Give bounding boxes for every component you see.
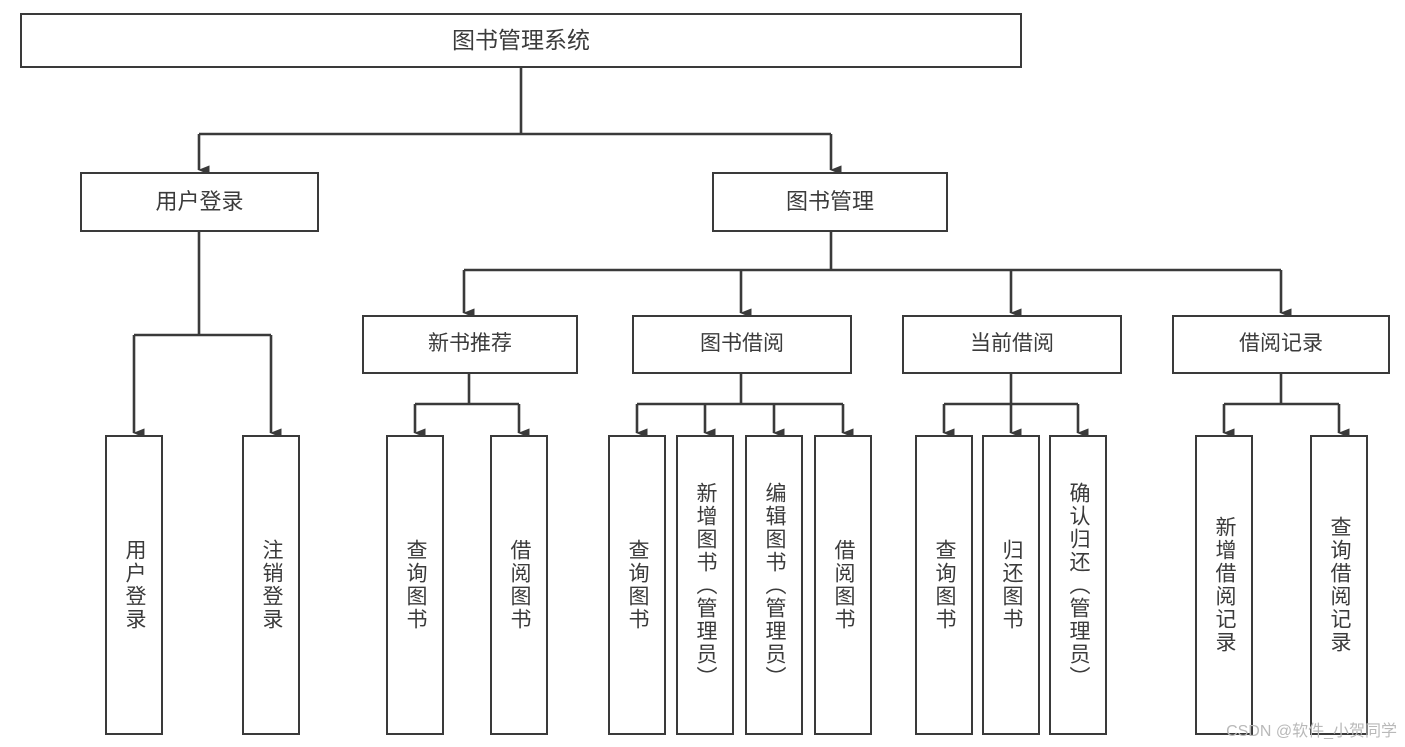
node-current-borrow[interactable]: 当前借阅 [902,315,1122,374]
node-book-borrow[interactable]: 图书借阅 [632,315,852,374]
node-book-manage-label: 图书管理 [785,189,874,215]
node-root[interactable]: 图书管理系统 [20,13,1022,68]
node-leaf-return-book[interactable]: 归还图书 [982,435,1040,735]
node-leaf-query-book-b[interactable]: 查询图书 [608,435,666,735]
node-leaf-user-login-label: 用户登录 [123,539,147,631]
node-new-book-recommend-label: 新书推荐 [428,332,512,356]
node-leaf-logout-label: 注销登录 [260,539,284,631]
node-leaf-borrow-book-a-label: 借阅图书 [508,539,532,631]
node-borrow-record-label: 借阅记录 [1239,332,1323,356]
node-leaf-confirm-return[interactable]: 确认归还（管理员） [1049,435,1107,735]
node-leaf-add-book[interactable]: 新增图书（管理员） [676,435,734,735]
node-user-login-label: 用户登录 [155,189,244,215]
node-leaf-add-record-label: 新增借阅记录 [1213,516,1237,654]
node-leaf-edit-book-label: 编辑图书（管理员） [763,481,787,689]
node-leaf-edit-book[interactable]: 编辑图书（管理员） [745,435,803,735]
node-leaf-query-book-c[interactable]: 查询图书 [915,435,973,735]
node-leaf-add-book-label: 新增图书（管理员） [694,481,718,689]
node-root-label: 图书管理系统 [452,26,590,53]
node-book-manage[interactable]: 图书管理 [712,172,948,232]
node-leaf-query-book-a[interactable]: 查询图书 [386,435,444,735]
node-leaf-logout[interactable]: 注销登录 [242,435,300,735]
node-borrow-record[interactable]: 借阅记录 [1172,315,1390,374]
node-current-borrow-label: 当前借阅 [970,332,1054,356]
node-leaf-query-book-a-label: 查询图书 [404,539,428,631]
node-user-login[interactable]: 用户登录 [80,172,319,232]
node-leaf-borrow-book-a[interactable]: 借阅图书 [490,435,548,735]
node-leaf-query-book-b-label: 查询图书 [626,539,650,631]
node-book-borrow-label: 图书借阅 [700,332,784,356]
node-leaf-user-login[interactable]: 用户登录 [105,435,163,735]
node-new-book-recommend[interactable]: 新书推荐 [362,315,578,374]
node-leaf-return-book-label: 归还图书 [1000,539,1024,631]
node-leaf-borrow-book-b-label: 借阅图书 [832,539,856,631]
node-leaf-query-record-label: 查询借阅记录 [1328,516,1352,654]
node-leaf-query-book-c-label: 查询图书 [933,539,957,631]
node-leaf-add-record[interactable]: 新增借阅记录 [1195,435,1253,735]
node-leaf-borrow-book-b[interactable]: 借阅图书 [814,435,872,735]
node-leaf-query-record[interactable]: 查询借阅记录 [1310,435,1368,735]
node-leaf-confirm-return-label: 确认归还（管理员） [1067,481,1091,689]
